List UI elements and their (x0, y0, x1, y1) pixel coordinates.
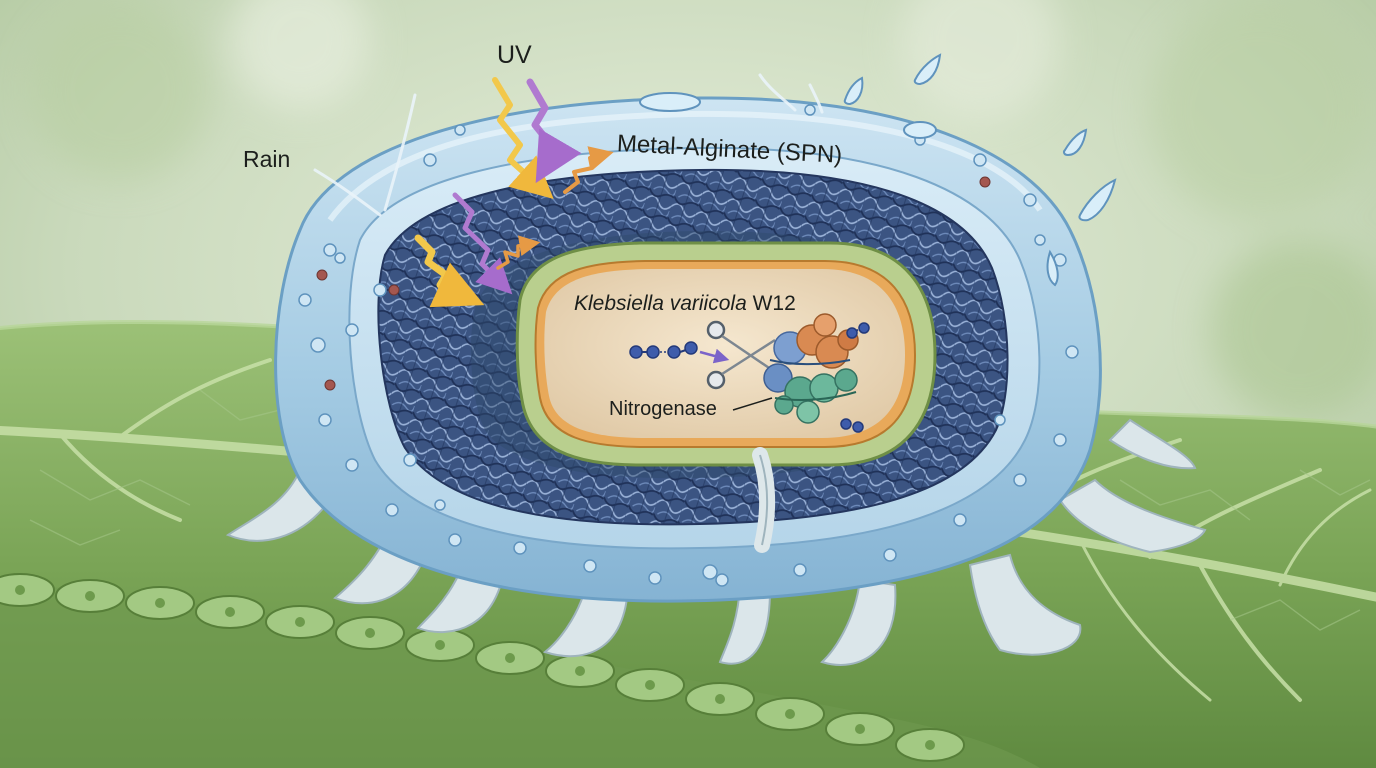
leaf-epidermal-cells (0, 573, 1040, 768)
bacterium-label: Klebsiella variicola W12 (574, 292, 796, 316)
bacterium-species: Klebsiella variicola (574, 292, 747, 315)
nitrogenase-label: Nitrogenase (609, 398, 717, 420)
n2-molecule-1 (629, 345, 660, 359)
rain-streaks (313, 73, 824, 217)
n2-molecule-4 (840, 418, 864, 433)
n2-molecule-2 (667, 341, 698, 359)
coating-bubbles (298, 104, 1079, 587)
metal-ions (316, 176, 991, 391)
uv-ray-arrows (414, 77, 614, 308)
n2-molecule-3 (846, 322, 870, 339)
enzyme-leader-line (732, 397, 773, 411)
water-droplets-icon (639, 53, 1117, 287)
nitrogenase-complex (629, 313, 870, 433)
scissors-icon (706, 320, 776, 390)
rain-label: Rain (243, 146, 291, 172)
bacterium-strain: W12 (752, 292, 796, 315)
uv-label: UV (497, 41, 532, 69)
